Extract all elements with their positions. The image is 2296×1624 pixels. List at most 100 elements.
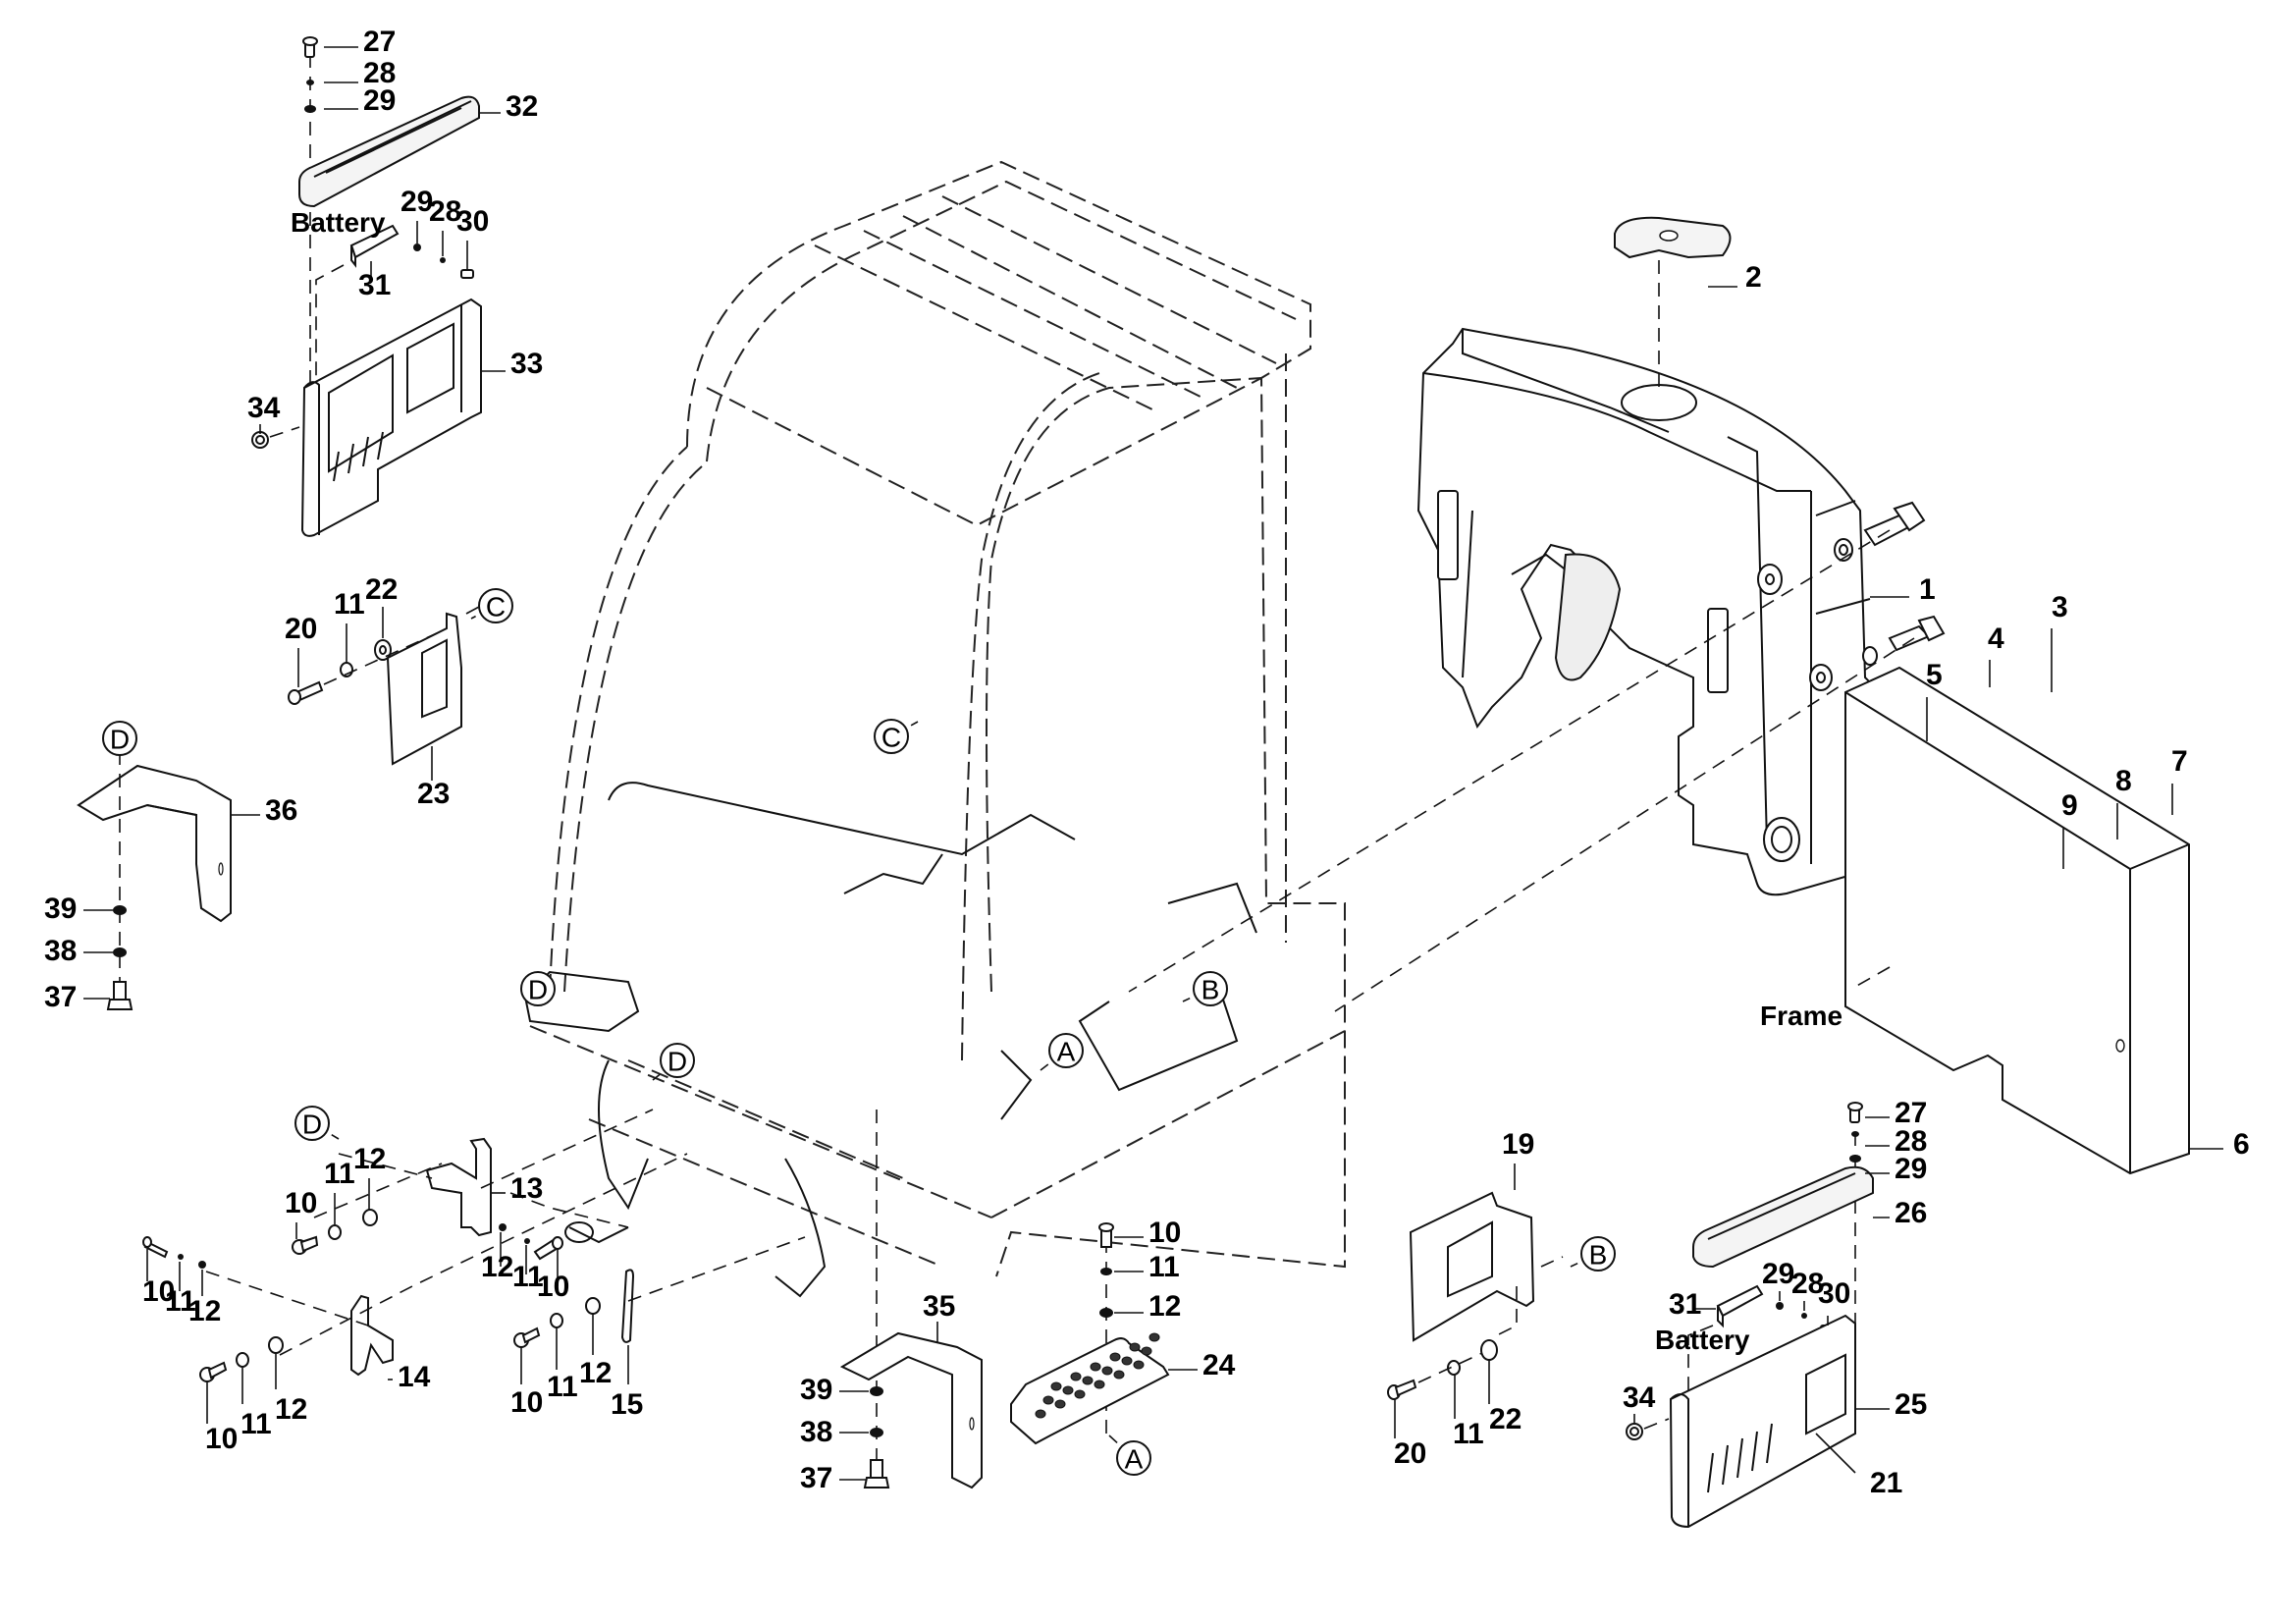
- marker-circle: [1193, 971, 1228, 1006]
- step-hole: [1101, 1366, 1113, 1376]
- callout-number: 22: [365, 573, 398, 606]
- marker-circle: [1580, 1236, 1616, 1272]
- callout-screw: 27: [1865, 1097, 1927, 1129]
- callout-number: 35: [923, 1290, 955, 1323]
- callout-battery-cover: 25: [1855, 1388, 1927, 1421]
- reference-marker-b: B: [1570, 1236, 1616, 1272]
- callout-bracket: 23: [417, 746, 450, 810]
- callout-number: 3: [2052, 591, 2068, 623]
- reference-marker-d: D: [294, 1106, 340, 1141]
- callout-bracket: 13: [491, 1172, 543, 1205]
- marker-letter: A: [1057, 1037, 1076, 1067]
- step-hole: [1090, 1362, 1101, 1372]
- counterweight: [1416, 327, 1882, 896]
- callout-lock-washer: 11: [1114, 1251, 1180, 1283]
- callout-number: 34: [1623, 1381, 1656, 1414]
- marker-circle: [520, 971, 556, 1006]
- reference-marker-c: C: [874, 719, 919, 754]
- marker-circle: [874, 719, 909, 754]
- callout-number: 11: [165, 1285, 196, 1318]
- callout-lock-washer: 11: [334, 588, 365, 663]
- bolt-37b: [106, 981, 133, 1010]
- step-hole: [1082, 1376, 1094, 1385]
- callout-bolt: 7: [2171, 745, 2188, 815]
- marker-letter: D: [528, 975, 548, 1005]
- marker-letter: D: [667, 1047, 687, 1077]
- callout-bracket: 31: [358, 261, 391, 301]
- screw-27a: [302, 36, 318, 58]
- callout-number: 34: [247, 392, 281, 424]
- screw-27b: [1847, 1102, 1863, 1123]
- callout-knob: 34: [247, 392, 281, 434]
- step-hole: [1141, 1346, 1152, 1356]
- marker-letter: D: [302, 1110, 322, 1140]
- callout-number: 13: [510, 1172, 543, 1205]
- callout-bolt: 20: [285, 613, 317, 687]
- step-hole: [1042, 1395, 1054, 1405]
- callout-number: 10: [142, 1275, 175, 1308]
- strap-15: [620, 1269, 635, 1343]
- callout-number: 23: [417, 778, 450, 810]
- callout-washer: 12: [1114, 1290, 1181, 1323]
- callout-bolt: 20: [1394, 1399, 1426, 1470]
- marker-letter: C: [881, 723, 901, 753]
- reference-marker-b: B: [1182, 971, 1228, 1006]
- callout-number: 28: [363, 57, 396, 89]
- marker-letter: A: [1125, 1444, 1144, 1475]
- step-hole: [1070, 1372, 1082, 1381]
- step-hole: [1035, 1409, 1046, 1419]
- callout-number: 11: [1148, 1251, 1180, 1283]
- washer-9: [1809, 664, 1833, 691]
- bracket-14: [350, 1294, 394, 1377]
- callout-screw: 27: [324, 26, 396, 58]
- bolt-3: [1863, 501, 1926, 547]
- callout-number: 37: [800, 1462, 832, 1494]
- callout-number: 11: [334, 588, 365, 621]
- callout-counterweight-cap: 2: [1708, 261, 1762, 294]
- callout-bracket: 35: [923, 1290, 955, 1343]
- callout-lock-washer: 11: [240, 1368, 272, 1440]
- marker-letter: C: [486, 592, 506, 623]
- callout-bracket: 14: [388, 1361, 431, 1393]
- leader-line: [1815, 1433, 1856, 1474]
- callout-number: 21: [1870, 1467, 1902, 1499]
- bolt-20a: [288, 680, 324, 705]
- callout-lock-washer: 11: [547, 1327, 578, 1403]
- callout-bolt: 3: [2051, 591, 2068, 692]
- text-label-battery-bottom: Battery: [1655, 1325, 1750, 1355]
- marker-letter: B: [1201, 975, 1220, 1005]
- reference-marker-a: A: [1040, 1033, 1084, 1071]
- reference-marker-d: D: [520, 971, 556, 1011]
- callout-number: 10: [510, 1386, 543, 1419]
- knob-34a: [251, 431, 269, 449]
- marker-letter: B: [1589, 1240, 1608, 1271]
- marker-circle: [1048, 1033, 1084, 1068]
- callout-flat-washer: 9: [2061, 789, 2078, 869]
- step-hole: [1121, 1356, 1133, 1366]
- callout-bolt: 37: [800, 1462, 867, 1494]
- callout-number: 9: [2061, 789, 2078, 822]
- callout-number: 11: [512, 1261, 544, 1293]
- callout-bolt: 10: [205, 1381, 238, 1455]
- callout-counterweight: 1: [1870, 573, 1936, 606]
- callout-number: 30: [1818, 1277, 1850, 1310]
- cab-frame: [523, 160, 1346, 1298]
- callout-number: 11: [1453, 1418, 1484, 1450]
- callout-strap: 15: [611, 1345, 643, 1421]
- bracket-19: [1409, 1191, 1535, 1342]
- reference-marker-a: A: [1108, 1435, 1151, 1476]
- step-hole: [1094, 1380, 1105, 1389]
- callout-number: 26: [1895, 1197, 1927, 1229]
- callout-flat-washer: 5: [1926, 659, 1943, 741]
- marker-letter: D: [110, 725, 130, 755]
- callout-number: 28: [1791, 1268, 1824, 1300]
- callout-number: 29: [400, 186, 433, 218]
- bracket-31b: [1716, 1284, 1764, 1328]
- callout-number: 2: [1745, 261, 1762, 294]
- bolt-20b: [1387, 1379, 1417, 1400]
- callout-number: 4: [1988, 623, 2004, 655]
- callout-number: 12: [579, 1357, 612, 1389]
- callout-bolt: 10: [1114, 1217, 1181, 1249]
- callout-number: 20: [285, 613, 317, 645]
